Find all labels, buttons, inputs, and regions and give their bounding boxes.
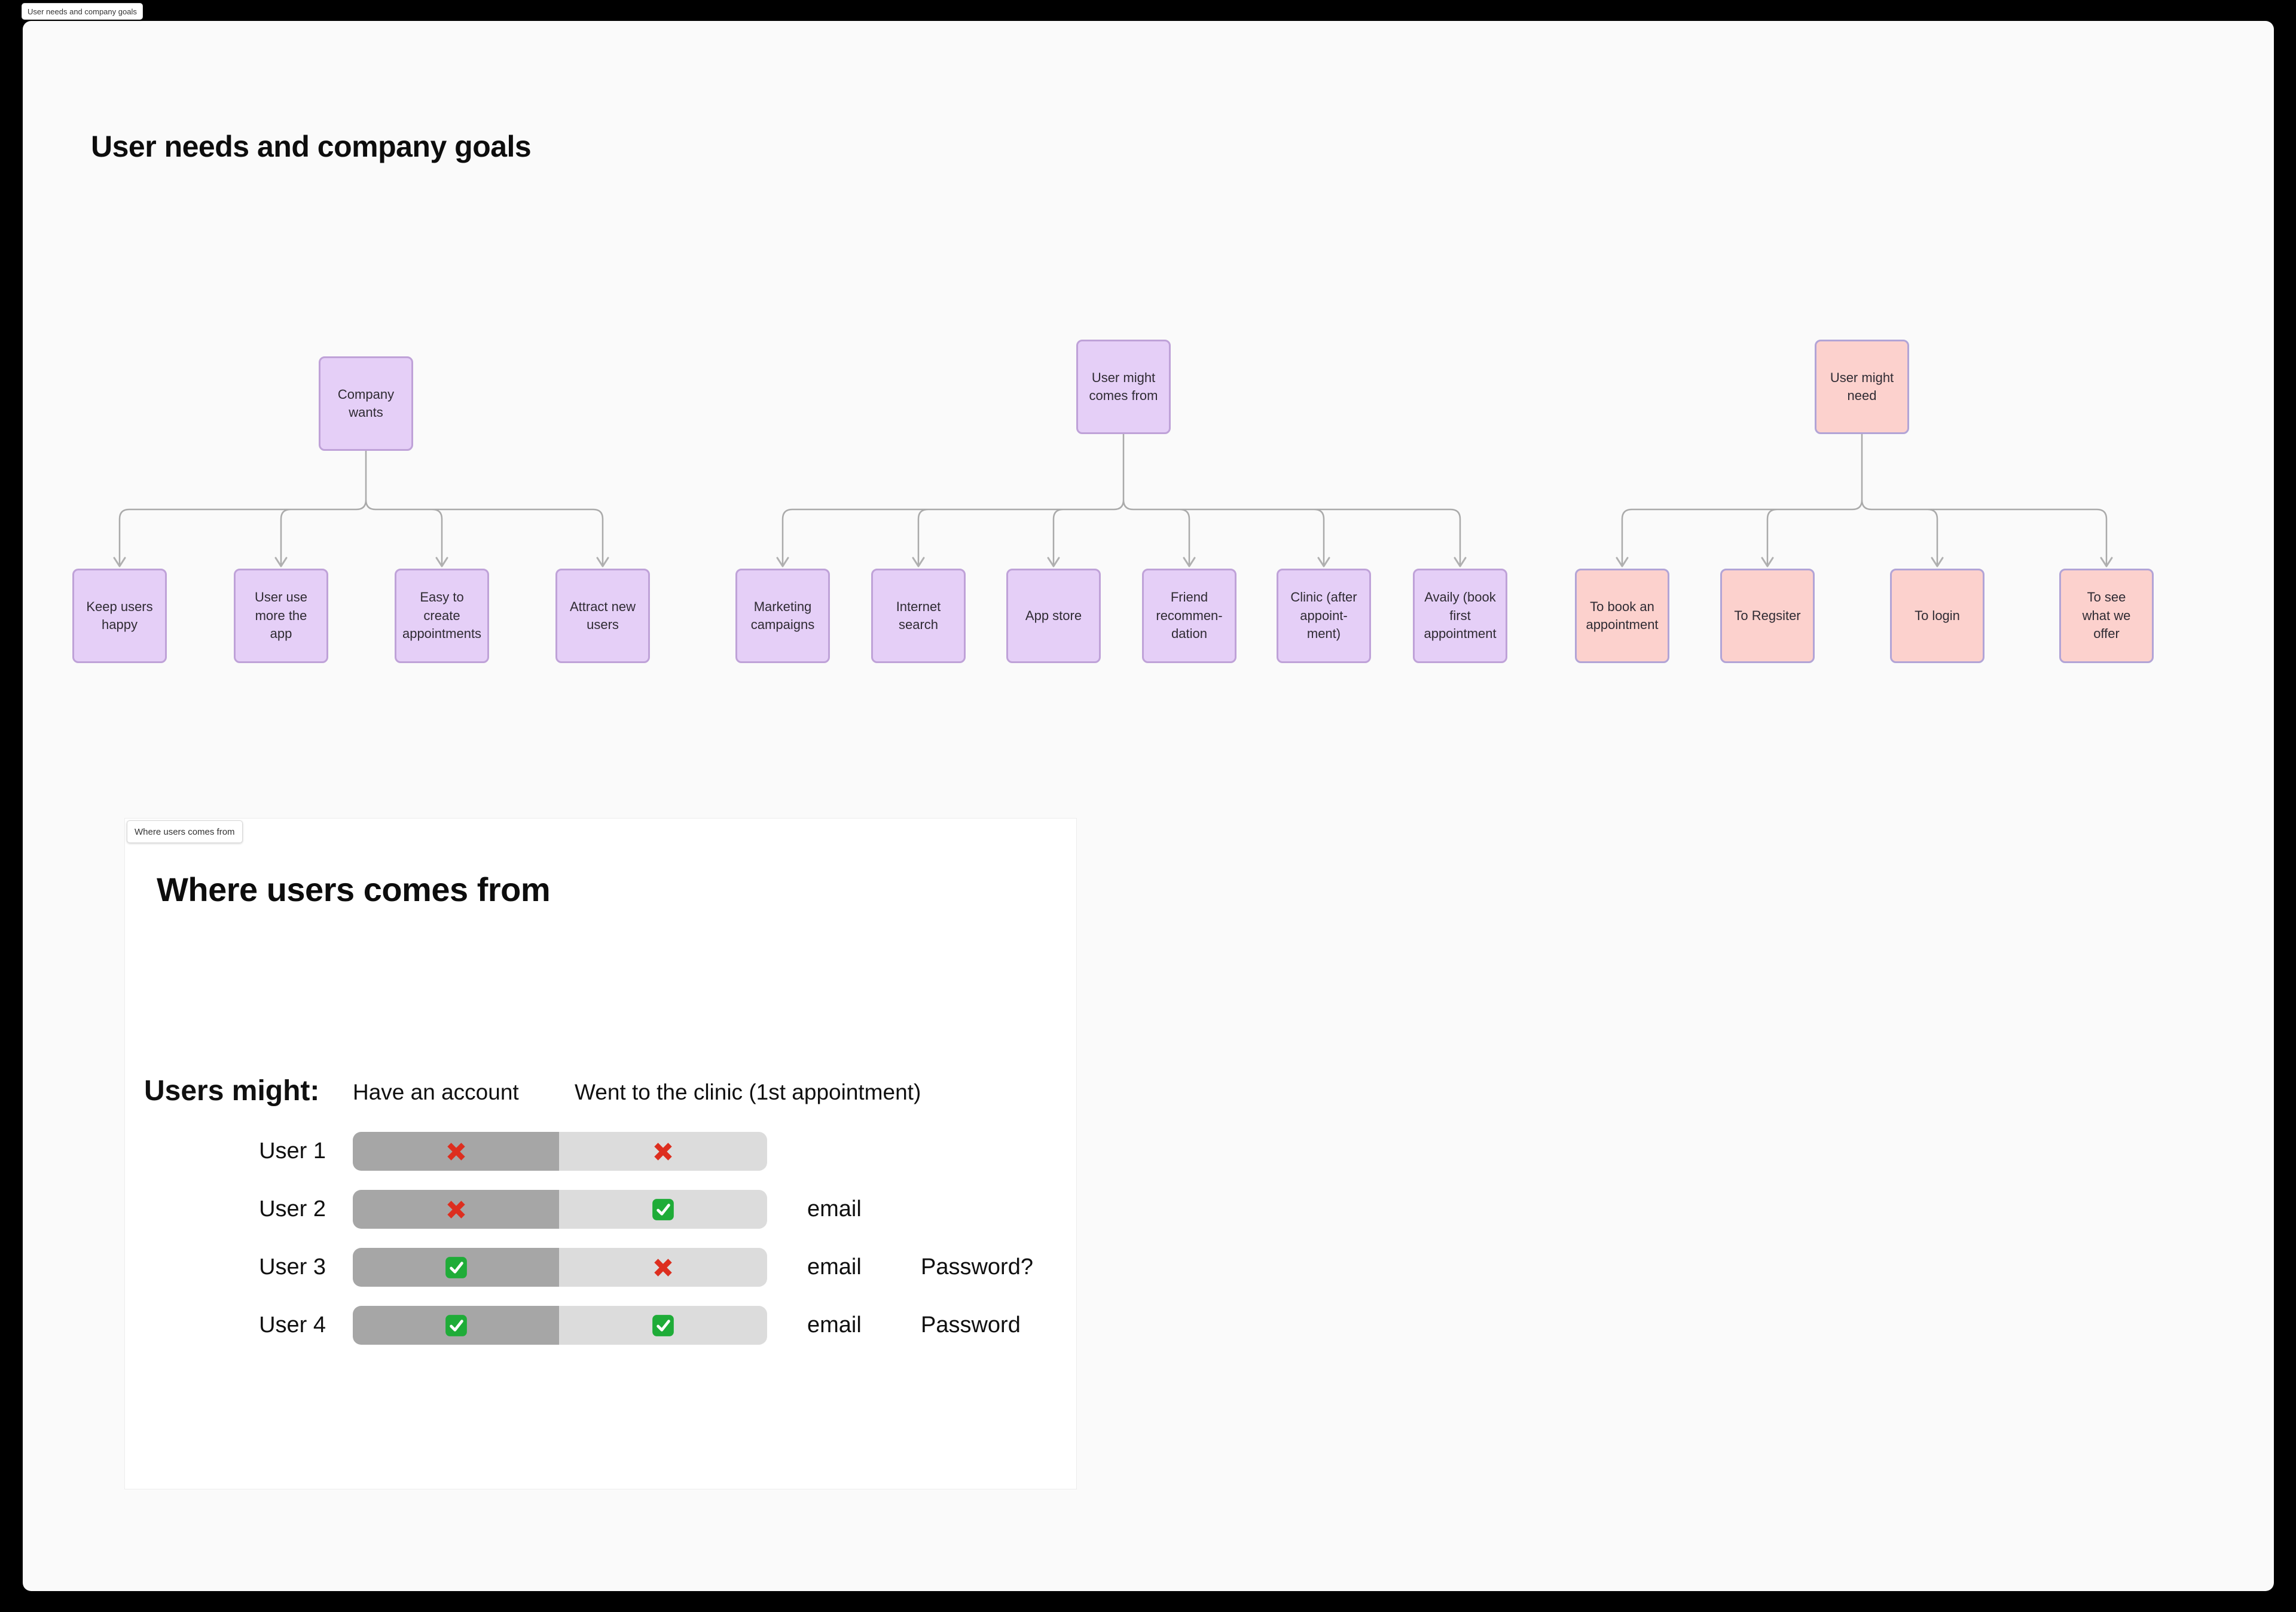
tree-node[interactable]: Attract new users — [555, 569, 650, 663]
tree-node[interactable]: To book an appointment — [1575, 569, 1669, 663]
cross-icon[interactable] — [559, 1248, 767, 1287]
email-label[interactable]: email — [807, 1196, 862, 1222]
tree-node[interactable]: To Regsiter — [1720, 569, 1815, 663]
tree-node[interactable]: Clinic (after appoint-ment) — [1277, 569, 1371, 663]
check-icon[interactable] — [559, 1190, 767, 1229]
tree-node[interactable]: Internet search — [871, 569, 966, 663]
tree-node[interactable]: User use more the app — [234, 569, 328, 663]
tree-node[interactable]: To login — [1890, 569, 1984, 663]
email-label[interactable]: email — [807, 1312, 862, 1338]
cross-icon[interactable] — [353, 1132, 559, 1171]
user-label[interactable]: User 4 — [259, 1312, 326, 1338]
tree-root-user-comes-from[interactable]: User might comes from — [1076, 340, 1171, 434]
tree-root-company-wants[interactable]: Company wants — [319, 356, 413, 451]
board-frame-label[interactable]: User needs and company goals — [22, 3, 143, 20]
table-row: User 1 — [0, 1132, 1136, 1171]
user-label[interactable]: User 2 — [259, 1196, 326, 1222]
user-label[interactable]: User 1 — [259, 1138, 326, 1164]
password-label[interactable]: Password — [921, 1312, 1021, 1338]
check-icon[interactable] — [353, 1248, 559, 1287]
password-label[interactable] — [921, 1132, 1112, 1171]
password-label[interactable] — [921, 1190, 1112, 1229]
table-row: User 4 email Password — [0, 1306, 1136, 1345]
connector-line[interactable] — [118, 451, 604, 564]
tree-node[interactable]: Friend recommen-dation — [1142, 569, 1236, 663]
table-column-header-have-account[interactable]: Have an account — [353, 1080, 519, 1104]
email-label[interactable] — [807, 1132, 939, 1171]
cross-icon[interactable] — [353, 1190, 559, 1229]
section-frame-label[interactable]: Where users comes from — [127, 820, 243, 843]
check-icon[interactable] — [353, 1306, 559, 1345]
section-title[interactable]: Where users comes from — [157, 871, 551, 908]
cross-icon[interactable] — [559, 1132, 767, 1171]
user-label[interactable]: User 3 — [259, 1254, 326, 1280]
tree-node[interactable]: Marketing campaigns — [735, 569, 830, 663]
board-title[interactable]: User needs and company goals — [91, 130, 532, 163]
tree-node[interactable]: Easy to create appointments — [395, 569, 489, 663]
table-column-header-went-clinic[interactable]: Went to the clinic (1st appointment) — [575, 1080, 921, 1104]
table-row: User 2 email — [0, 1190, 1136, 1229]
table-row-header[interactable]: Users might: — [144, 1075, 320, 1107]
tree-node[interactable]: App store — [1006, 569, 1101, 663]
table-row: User 3 email Password? — [0, 1248, 1136, 1287]
connector-line[interactable] — [1621, 434, 2108, 564]
tree-node[interactable]: Availy (book first appointment — [1413, 569, 1507, 663]
password-label[interactable]: Password? — [921, 1254, 1033, 1280]
check-icon[interactable] — [559, 1306, 767, 1345]
connector-line[interactable] — [781, 434, 1461, 564]
tree-node[interactable]: Keep users happy — [72, 569, 167, 663]
arrowhead-icon — [113, 557, 2113, 567]
tree-node[interactable]: To see what we offer — [2059, 569, 2154, 663]
tree-root-user-might-need[interactable]: User might need — [1815, 340, 1909, 434]
email-label[interactable]: email — [807, 1254, 862, 1280]
